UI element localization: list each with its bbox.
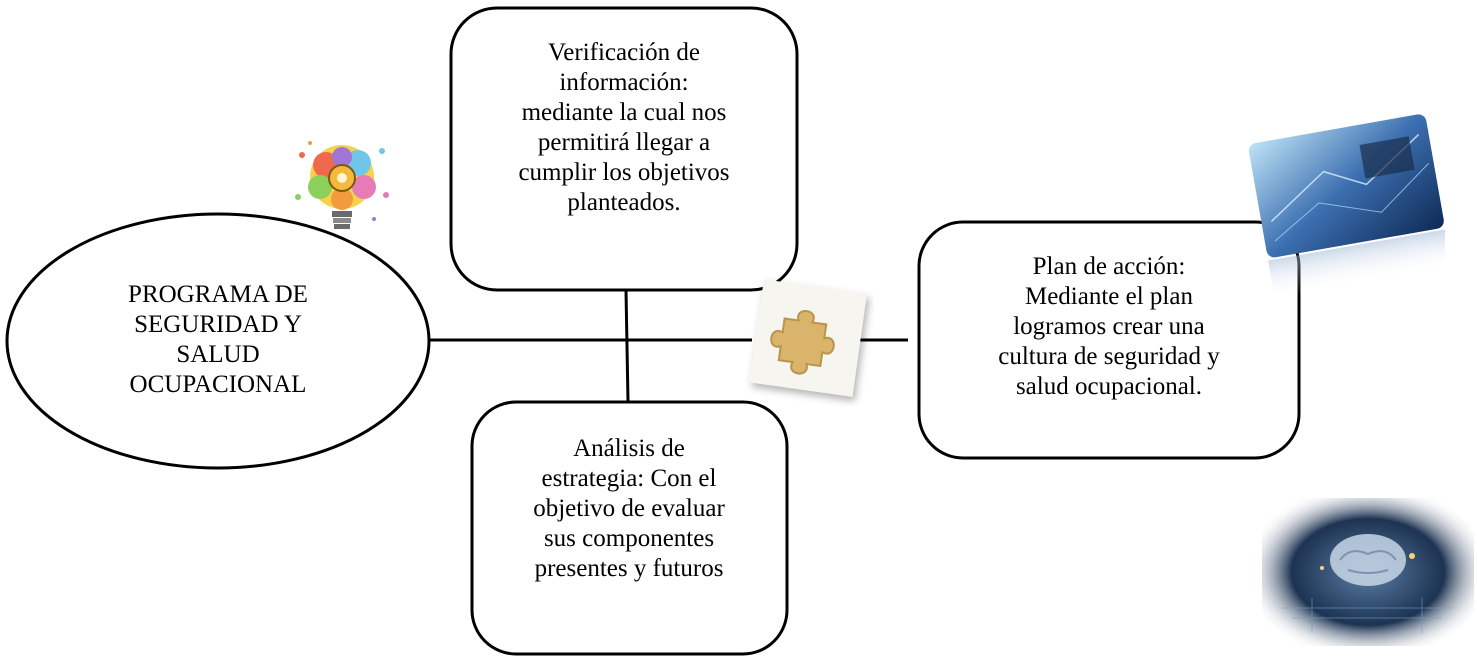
central-ellipse	[5, 212, 431, 470]
top-box	[449, 6, 799, 292]
bottom-box	[470, 400, 789, 656]
right-box-label: Plan de acción: Mediante el plan logramo…	[998, 253, 1220, 400]
circuit-brain-icon	[1262, 498, 1474, 646]
tech-card-icon	[1248, 114, 1445, 298]
lightbulb-brain-icon	[295, 141, 389, 229]
right-box	[917, 220, 1301, 460]
puzzle-piece-icon	[749, 279, 867, 397]
bottom-box-label: Análisis de estrategia: Con el objetivo …	[533, 435, 725, 582]
vertical-connector	[624, 289, 630, 403]
top-box-label: Verificación de información: mediante la…	[518, 39, 730, 216]
central-node-label: PROGRAMA DE SEGURIDAD Y SALUD OCUPACIONA…	[128, 281, 308, 398]
